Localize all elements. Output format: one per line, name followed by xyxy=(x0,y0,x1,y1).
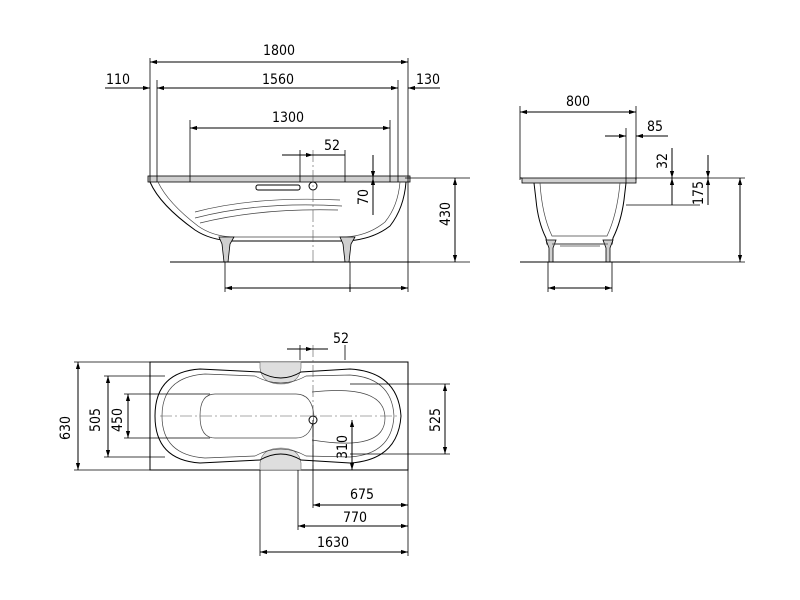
dim-right-width: 525 xyxy=(428,408,444,432)
dim-inner-length: 1560 xyxy=(262,72,294,88)
side-view: 1800 110 1560 130 1300 52 70 430 xyxy=(105,43,470,292)
dim-foot-span: 1300 xyxy=(272,110,304,126)
dim-width: 800 xyxy=(566,94,590,110)
end-view-tub xyxy=(520,177,640,263)
end-view: 800 85 32 175 xyxy=(519,94,745,292)
side-view-tub xyxy=(147,150,420,263)
dim-overflow-height: 70 xyxy=(356,189,372,205)
plan-view: 52 630 505 450 310 525 675 770 1630 xyxy=(58,331,450,556)
dim-drain-to-end: 675 xyxy=(350,487,374,503)
dim-rim-height: 32 xyxy=(655,153,671,169)
dim-total-width: 630 xyxy=(58,416,74,440)
plan-view-tub xyxy=(149,345,409,471)
dim-rim-left: 110 xyxy=(106,72,130,88)
dim-overall-inner: 1630 xyxy=(317,535,349,551)
dim-handle-to-end: 770 xyxy=(343,510,367,526)
dim-plan-drain-offset: 52 xyxy=(333,331,349,347)
dim-total-length: 1800 xyxy=(263,43,295,59)
dim-inner-width: 505 xyxy=(88,408,104,432)
dim-bottom-width: 450 xyxy=(110,408,126,432)
dim-drain-offset: 52 xyxy=(324,138,340,154)
dim-rim: 85 xyxy=(647,119,663,135)
dim-height: 430 xyxy=(438,202,454,226)
dim-end-height: 175 xyxy=(691,181,707,205)
dim-rim-right: 130 xyxy=(416,72,440,88)
dim-drain-from-side: 310 xyxy=(335,435,351,459)
